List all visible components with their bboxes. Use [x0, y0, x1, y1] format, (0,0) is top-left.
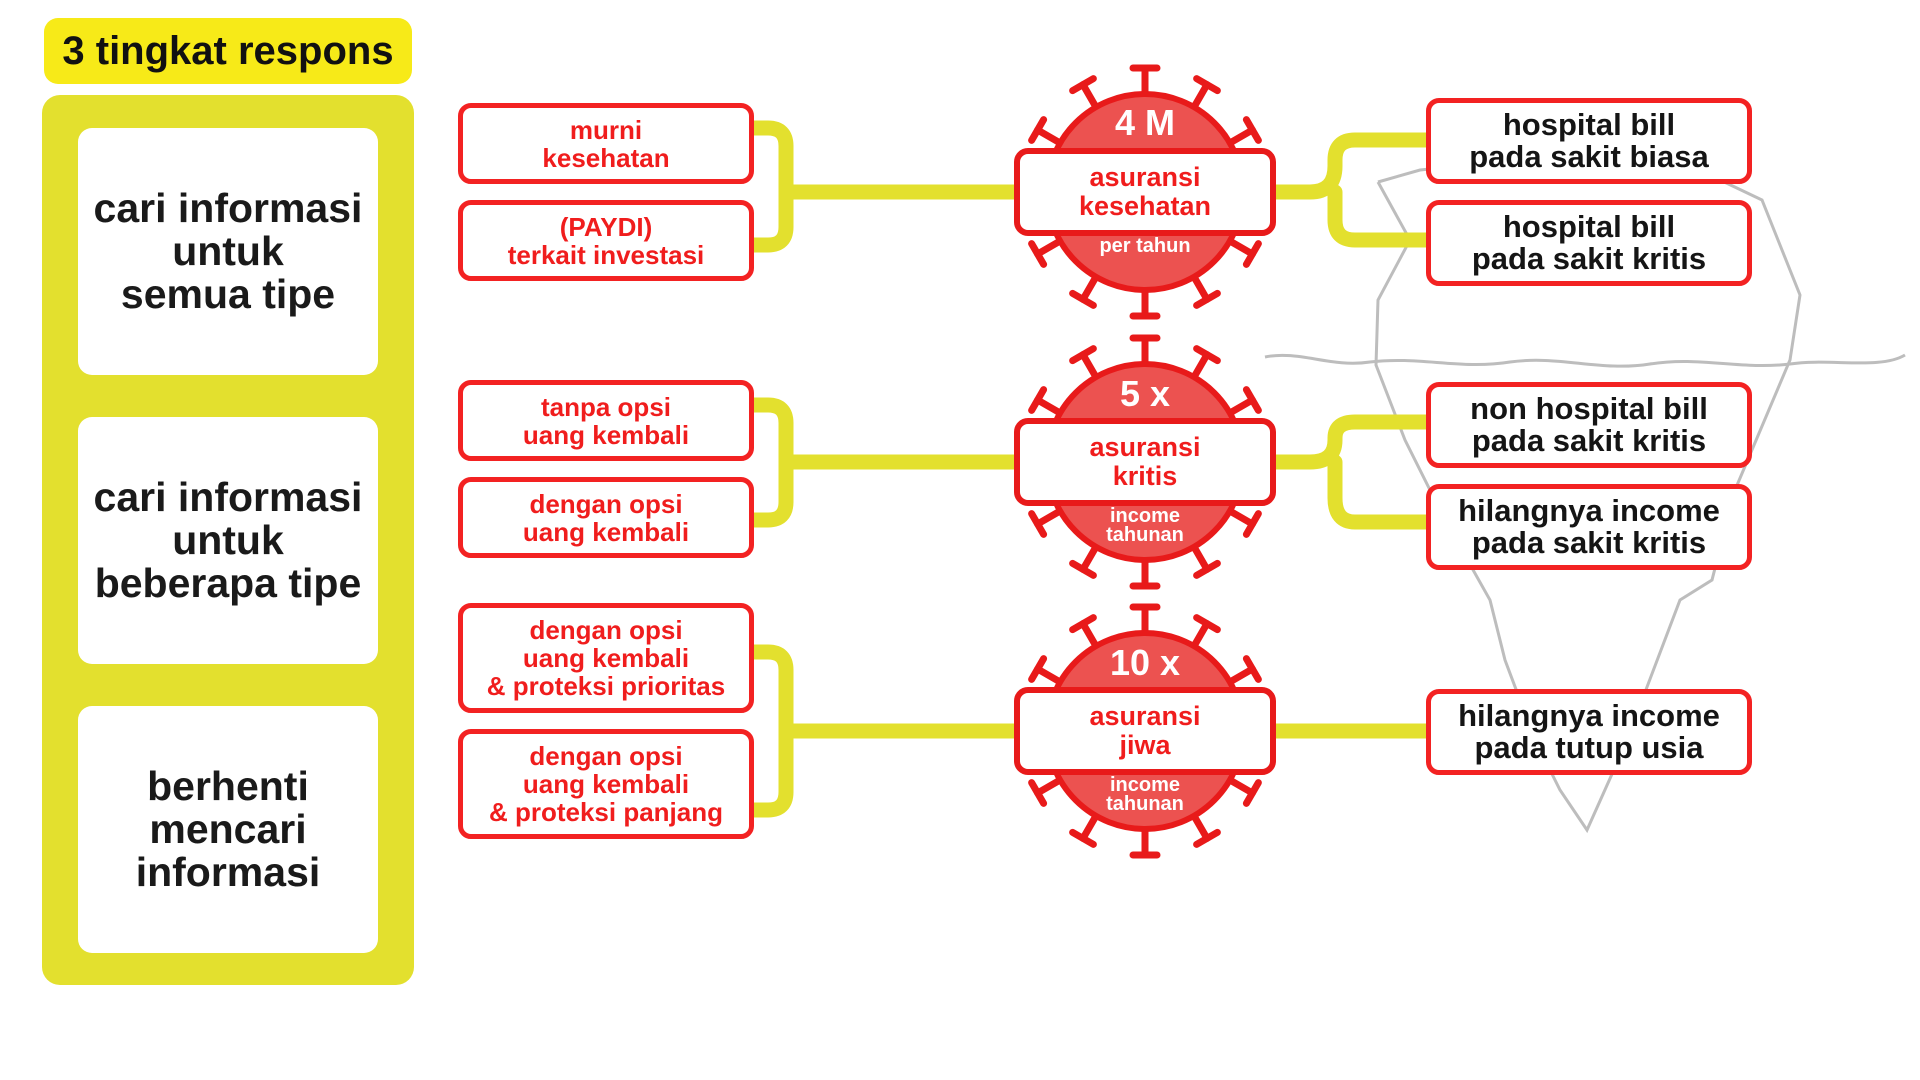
option-box: tanpa opsi uang kembali [458, 380, 754, 461]
option-box: murni kesehatan [458, 103, 754, 184]
coverage-box: hilangnya income pada tutup usia [1426, 689, 1752, 775]
basis-label: per tahun [1099, 235, 1191, 257]
multiplier-label: 5 x [1119, 373, 1171, 414]
level-card-1: cari informasi untuk semua tipe [78, 128, 378, 375]
bracket-lines [742, 120, 1436, 818]
basis-label: income tahunan [1106, 505, 1184, 546]
multiplier-label: 4 M [1114, 102, 1175, 143]
option-box: dengan opsi uang kembali & proteksi prio… [458, 603, 754, 713]
multiplier-label: 10 x [1109, 642, 1181, 683]
insurance-type-box: asuransi kesehatan [1014, 148, 1276, 236]
coverage-box: non hospital bill pada sakit kritis [1426, 382, 1752, 468]
level-card-2: cari informasi untuk beberapa tipe [78, 417, 378, 664]
insurance-type-box: asuransi jiwa [1014, 687, 1276, 775]
basis-label: income tahunan [1106, 774, 1184, 815]
coverage-box: hospital bill pada sakit kritis [1426, 200, 1752, 286]
option-box: (PAYDI) terkait investasi [458, 200, 754, 281]
insurance-type-box: asuransi kritis [1014, 418, 1276, 506]
coverage-box: hilangnya income pada sakit kritis [1426, 484, 1752, 570]
option-box: dengan opsi uang kembali [458, 477, 754, 558]
level-card-3: berhenti mencari informasi [78, 706, 378, 953]
coverage-box: hospital bill pada sakit biasa [1426, 98, 1752, 184]
option-box: dengan opsi uang kembali & proteksi panj… [458, 729, 754, 839]
page-title: 3 tingkat respons [44, 18, 412, 84]
